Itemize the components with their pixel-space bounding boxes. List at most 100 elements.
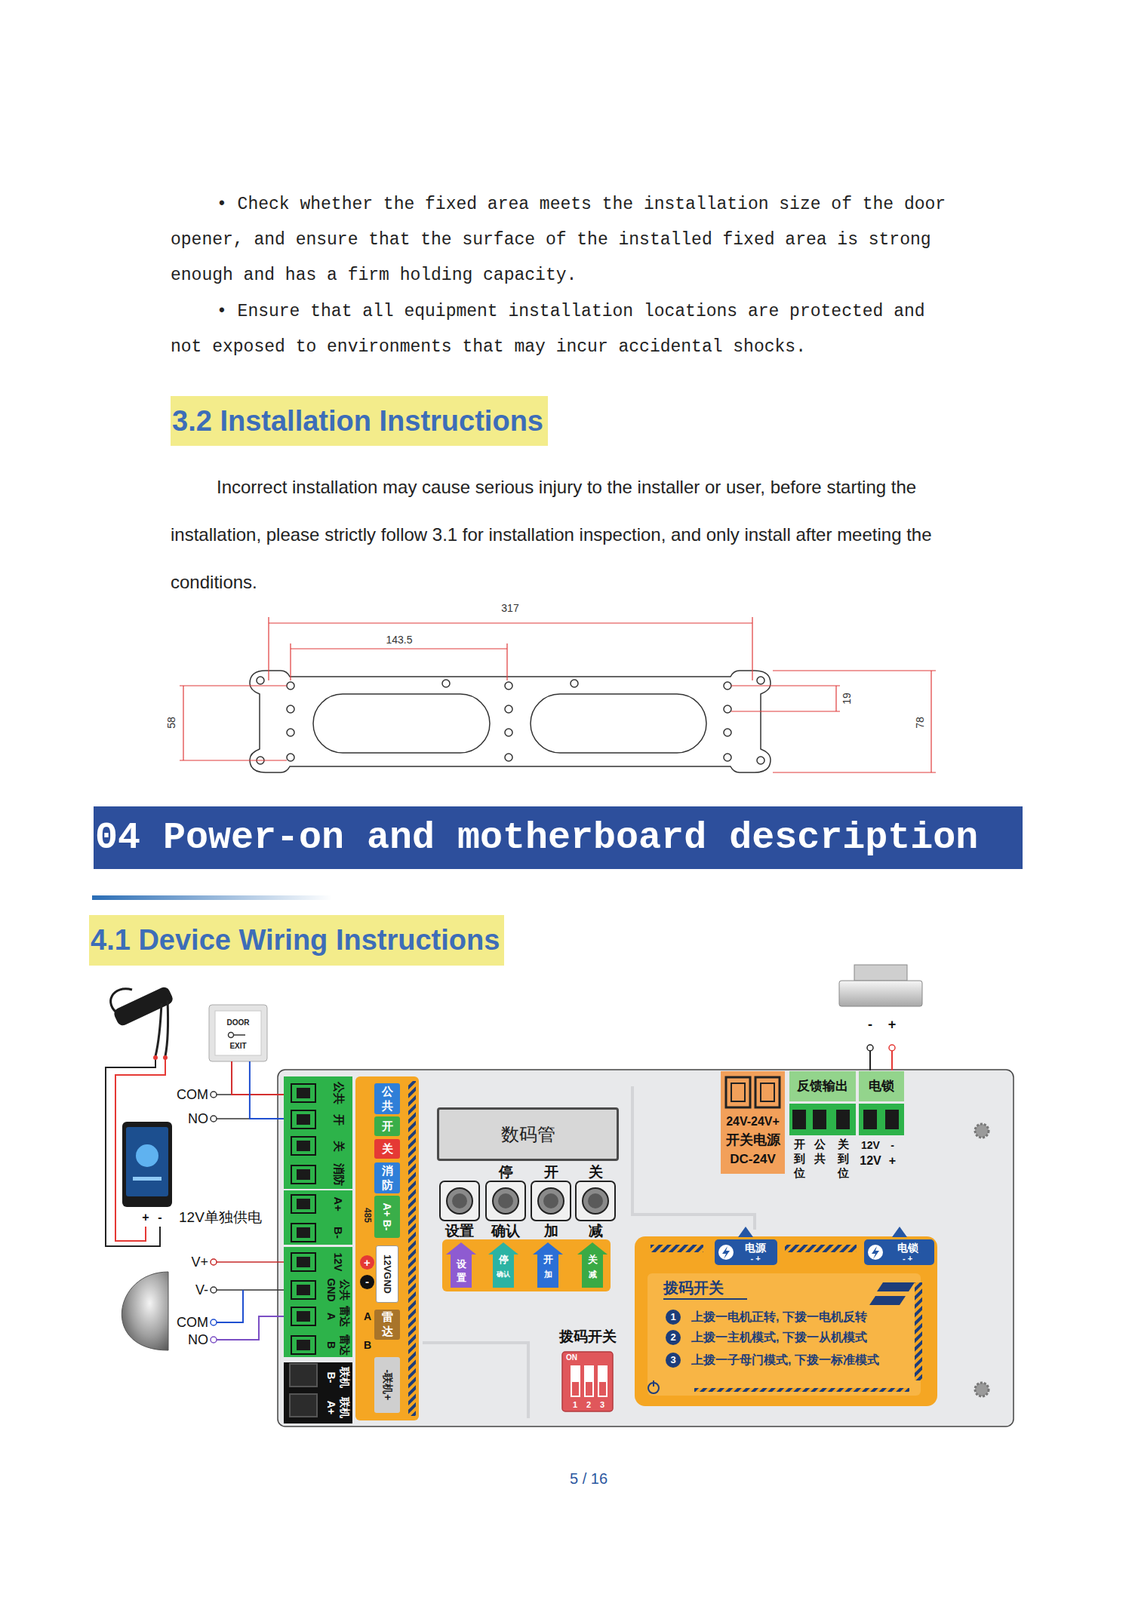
power-connector-part	[760, 1083, 775, 1102]
plate-drawing	[249, 670, 771, 773]
dimension: 58	[165, 716, 178, 730]
section-heading: 4.1 Device Wiring Instructions	[89, 915, 505, 966]
plate-drawing-part	[286, 705, 295, 714]
push-buttons-part	[538, 1188, 564, 1215]
radar-sensor-part	[210, 1319, 217, 1326]
node-text: 1	[570, 1399, 580, 1411]
controller-board-part	[277, 1070, 1014, 1428]
face-reader-part	[122, 1122, 173, 1208]
power-adapter-part	[163, 1055, 168, 1061]
info-panel-part	[892, 1227, 908, 1238]
info-panel-part	[663, 1298, 748, 1301]
power-connector-part	[725, 1077, 751, 1108]
power-connector: 24V-24V+开关电源DC-24V	[720, 1071, 785, 1175]
plate-drawing-part	[504, 753, 513, 762]
button-legend-part	[446, 1242, 477, 1289]
button-legend	[442, 1239, 611, 1292]
terminal-block: 联机 B-联机 A+	[283, 1362, 353, 1425]
color-tag: 12VGND	[375, 1245, 399, 1304]
node-text: 上拨一电机正转, 下拨一电机反转	[691, 1309, 868, 1326]
com-no-wires-part	[210, 1116, 217, 1123]
node-text: DC-24V	[720, 1152, 785, 1168]
button-legend-part	[488, 1242, 519, 1289]
power-connector	[720, 1071, 785, 1175]
feedback-terminal: 反馈输出开到位公共关到位	[789, 1071, 856, 1189]
node-text: 公共	[381, 1085, 394, 1114]
node-text: 电源	[737, 1242, 774, 1255]
face-reader	[122, 1122, 173, 1208]
electric-lock-part	[839, 981, 923, 1007]
exit-button-art-part	[209, 1005, 268, 1062]
node-text: 开	[381, 1119, 394, 1135]
terminal-strip-part-part	[291, 1137, 316, 1156]
node-text: 联机 A+	[325, 1393, 351, 1424]
callout-number: 3	[665, 1353, 681, 1369]
node-text: 开到位	[793, 1138, 806, 1182]
dimension-lines-part	[772, 670, 936, 671]
push-buttons-part	[575, 1181, 616, 1222]
electric-lock-part	[869, 1051, 871, 1071]
terminal-strip-part	[289, 1394, 317, 1418]
pin-name: +	[140, 1210, 151, 1226]
node-text: DOOR	[209, 1018, 268, 1028]
info-panel: 拨码开关上拨一电机正转, 下拨一电机反转上拨一主机模式, 下拨一从机模式上拨一子…	[634, 1236, 938, 1407]
controller-board-part	[975, 1124, 989, 1139]
node-text: 12VGND	[381, 1255, 394, 1295]
push-button: 开加	[528, 1163, 574, 1241]
exit-button: DOOREXIT	[209, 1005, 268, 1062]
node-text: -	[880, 1138, 905, 1153]
terminal-strip-part-part	[296, 1199, 311, 1210]
push-buttons-part	[452, 1193, 468, 1209]
plate-drawing-part	[256, 676, 265, 685]
terminal-strip-part-part	[291, 1165, 316, 1185]
node-text: 关到位	[837, 1138, 849, 1182]
node-text: - +	[737, 1254, 774, 1265]
node-text: 开关电源	[720, 1132, 785, 1149]
color-tag: A+ B-	[374, 1196, 400, 1239]
node-text: - +	[886, 1254, 929, 1265]
pin-name: COM	[163, 1314, 209, 1332]
info-panel-part	[914, 1282, 923, 1382]
arrow-tag: 设置	[446, 1242, 477, 1289]
node-text: 确认	[482, 1222, 529, 1241]
push-buttons-part	[543, 1193, 559, 1209]
dip-switch: 拨码开关ON123	[562, 1352, 613, 1412]
power-adapter-part	[112, 985, 176, 1028]
note: 12V单独供电	[178, 1209, 262, 1227]
info-panel	[634, 1227, 938, 1407]
node-text: 消防	[331, 1163, 346, 1187]
feedback-terminal-part	[836, 1110, 850, 1130]
info-panel-part	[738, 1227, 754, 1238]
terminal-strip-part-part	[296, 1141, 311, 1152]
node-text: A+ B-	[381, 1203, 394, 1232]
controller-board	[277, 1070, 1014, 1428]
button-legend-part	[532, 1242, 563, 1289]
node-text: 12V	[332, 1247, 345, 1278]
electric-lock-part	[891, 1051, 893, 1071]
label-strip-part	[408, 1081, 416, 1417]
node-text: 关	[572, 1163, 619, 1182]
terminal-block: A+B-	[283, 1190, 353, 1246]
com-no-wires	[210, 1092, 284, 1123]
terminal-strip-part	[289, 1364, 317, 1388]
push-button: 设置	[436, 1163, 483, 1241]
plate-drawing-part	[286, 753, 295, 762]
section-heading: 3.2 Installation Instructions	[170, 396, 548, 447]
terminal-strip-part-part	[291, 1281, 316, 1300]
callout-number: 2	[665, 1330, 681, 1346]
pin-name: +	[885, 1016, 899, 1034]
node-text: 反馈输出	[789, 1078, 856, 1095]
dip-switch	[562, 1352, 613, 1412]
node-text: +	[880, 1154, 905, 1169]
dimension-lines-part	[731, 685, 840, 686]
button-legend-part	[442, 1239, 611, 1292]
pin-name: COM	[163, 1086, 209, 1104]
terminal-strip-part-part	[291, 1336, 316, 1355]
radar-sensor-part	[216, 1261, 284, 1264]
terminal-strip-part	[283, 1362, 353, 1425]
terminal-block: 公共开关消防	[283, 1076, 353, 1190]
info-panel-part	[652, 1381, 655, 1388]
dip-switch-part	[584, 1365, 594, 1398]
electric-lock-part	[854, 965, 908, 982]
plate-drawing-part	[504, 682, 513, 690]
